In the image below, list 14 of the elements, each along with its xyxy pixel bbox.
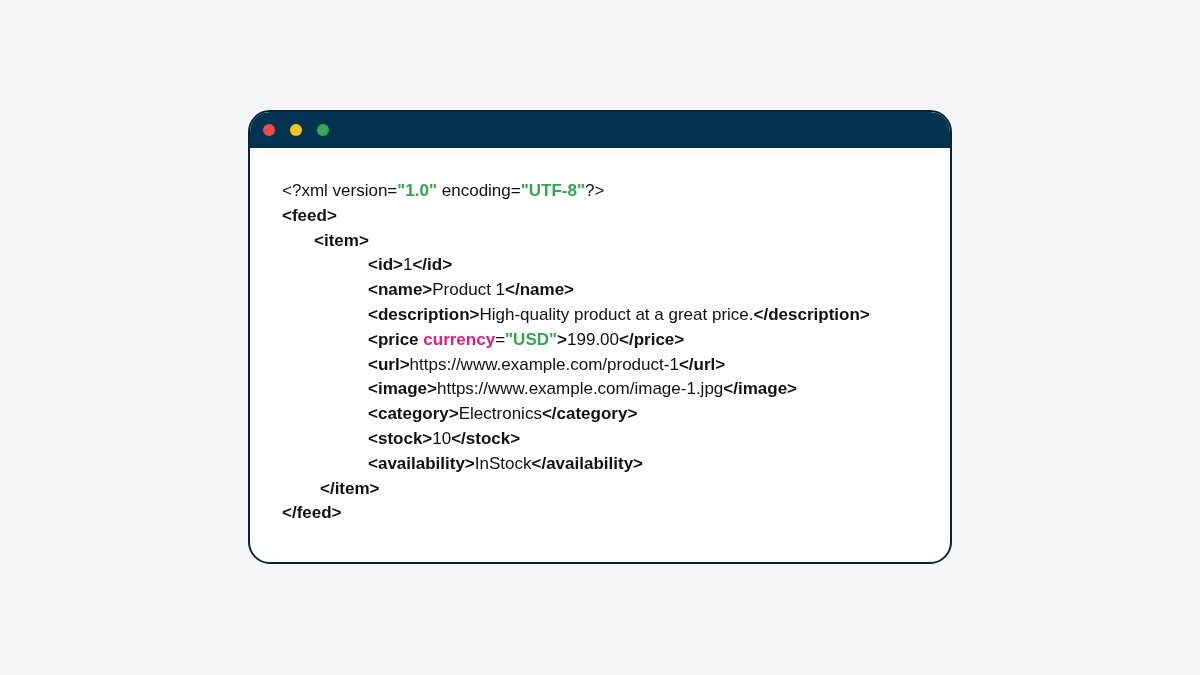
code-line: <?xml version="1.0" encoding="UTF-8"?> [282, 181, 605, 201]
code-line: <url>https://www.example.com/product-1</url> [368, 354, 726, 375]
code-line: <item> [314, 230, 369, 251]
code-line: <stock>10</stock> [368, 429, 521, 449]
code-line: </item> [320, 478, 380, 499]
code-line: <image>https://www.example.com/image-1.jpg</image> [368, 379, 797, 400]
code-line: <description>High-quality product at a great price.</description> [368, 305, 870, 325]
code-line: <availability>InStock</availability> [368, 453, 643, 474]
code-line: <price currency="USD">199.00</price> [368, 329, 685, 350]
code-line: <name>Product 1</name> [368, 280, 575, 301]
code-line: <category>Electronics</category> [368, 404, 638, 425]
code-line: <feed> [282, 205, 337, 226]
code-line: <id>1</id> [368, 255, 453, 276]
code-line: </feed> [282, 503, 342, 524]
